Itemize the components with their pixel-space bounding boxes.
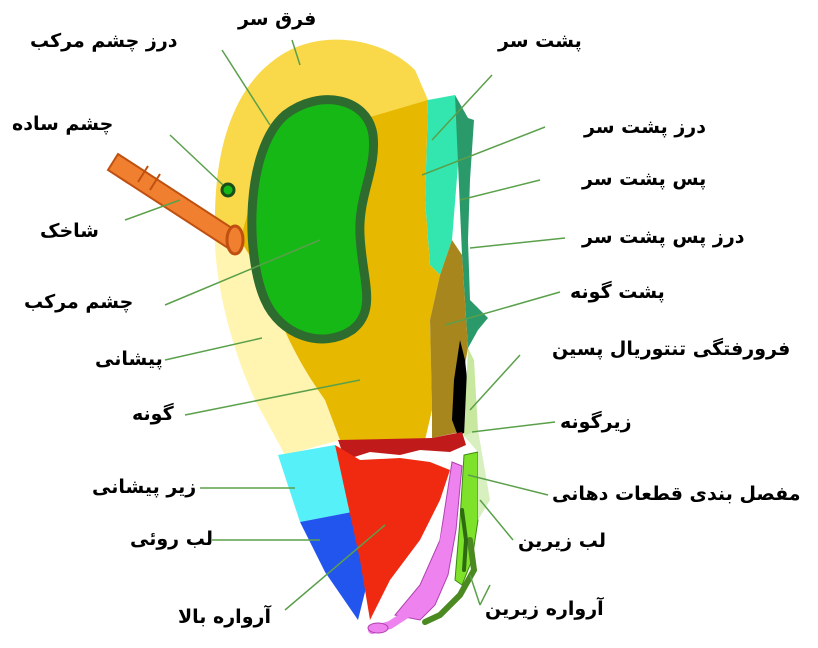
- label-mandible: آرواره بالا: [178, 608, 271, 627]
- label-clypeus: زیر پیشانی: [92, 478, 196, 497]
- label-vertex: فرق سر: [238, 10, 316, 29]
- label-labrum: لب روئی: [130, 530, 213, 549]
- label-frons: پیشانی: [95, 350, 163, 369]
- label-occipital-suture: درز پشت سر: [584, 118, 706, 137]
- label-subgena: زیرگونه: [560, 413, 632, 432]
- label-compound-eye-suture: درز چشم مرکب: [30, 32, 178, 51]
- label-postoccipital-suture: درز پس پشت سر: [582, 228, 745, 247]
- subgena-strip: [464, 348, 478, 440]
- label-labium: لب زیرین: [518, 532, 606, 551]
- label-postocciput: پس پشت سر: [582, 170, 706, 189]
- label-compound-eye: چشم مرکب: [24, 293, 133, 312]
- label-mouthparts-articulation: مفصل بندی قطعات دهانی: [552, 485, 801, 504]
- label-ocellus: چشم ساده: [12, 115, 113, 134]
- label-occiput: پشت سر: [498, 32, 582, 51]
- label-antenna: شاخک: [40, 222, 99, 241]
- antenna-socket: [227, 226, 243, 254]
- label-gena: گونه: [132, 405, 174, 424]
- maxillary-palp-tip: [368, 623, 388, 633]
- compound-eye: [252, 100, 374, 339]
- label-postgena: پشت گونه: [570, 283, 665, 302]
- label-posterior-tentorial-pit: فرورفتگی تنتوریال پسین: [552, 340, 790, 359]
- label-maxilla: آرواره زیرین: [485, 600, 604, 619]
- ocellus: [222, 184, 234, 196]
